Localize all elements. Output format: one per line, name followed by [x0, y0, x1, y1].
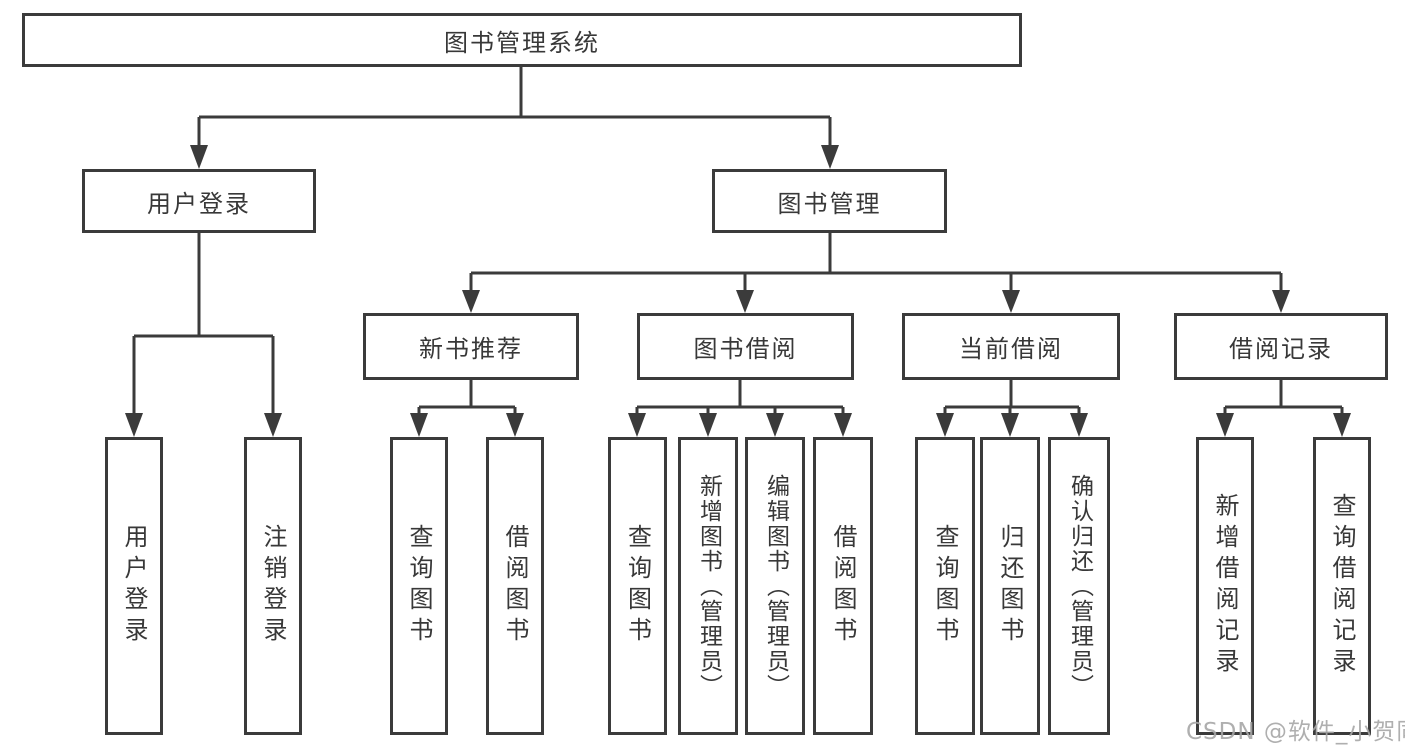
node-label: 新增图书（管理员）	[695, 473, 722, 699]
node-label: 当前借阅	[959, 335, 1063, 363]
node-query-books: 查询图书	[608, 437, 667, 735]
node-add-books-admin: 新增图书（管理员）	[678, 437, 738, 735]
node-edit-books-admin: 编辑图书（管理员）	[745, 437, 805, 735]
node-add-borrow-record: 新增借阅记录	[1196, 437, 1254, 735]
node-return-books: 归还图书	[980, 437, 1040, 735]
node-borrow-books: 借阅图书	[486, 437, 544, 735]
node-borrow-books: 借阅图书	[813, 437, 873, 735]
csdn-watermark: CSDN @软件_小贺同学	[1186, 719, 1405, 745]
node-label: 确认归还（管理员）	[1066, 473, 1093, 699]
node-query-books: 查询图书	[915, 437, 975, 735]
node-label: 用户登录	[147, 189, 251, 218]
node-label: 借阅记录	[1229, 335, 1333, 363]
node-label: 用户登录	[120, 524, 148, 648]
node-label: 查询图书	[623, 524, 652, 648]
node-label: 查询图书	[931, 524, 959, 648]
node-user-login: 用户登录	[82, 169, 316, 233]
node-label: 编辑图书（管理员）	[762, 473, 789, 699]
node-label: 图书管理系统	[444, 28, 600, 57]
node-label: 归还图书	[996, 524, 1024, 648]
node-label: 新书推荐	[419, 335, 523, 363]
node-borrowing-records: 借阅记录	[1174, 313, 1388, 380]
node-book-management: 图书管理	[712, 169, 947, 233]
node-current-borrowing: 当前借阅	[902, 313, 1120, 380]
node-library-management-system: 图书管理系统	[22, 13, 1022, 67]
node-user-login-leaf: 用户登录	[105, 437, 163, 735]
node-logout: 注销登录	[244, 437, 302, 735]
node-label: 图书管理	[777, 189, 882, 218]
node-label: 新增借阅记录	[1211, 493, 1239, 679]
node-label: 借阅图书	[501, 524, 529, 648]
node-book-borrowing: 图书借阅	[637, 313, 854, 380]
node-label: 注销登录	[259, 524, 287, 648]
node-query-books: 查询图书	[390, 437, 448, 735]
node-query-borrow-record: 查询借阅记录	[1313, 437, 1371, 735]
node-label: 图书借阅	[693, 335, 798, 363]
node-confirm-return-admin: 确认归还（管理员）	[1048, 437, 1110, 735]
node-label: 查询借阅记录	[1328, 493, 1356, 679]
node-label: 借阅图书	[829, 524, 857, 648]
node-label: 查询图书	[405, 524, 433, 648]
node-new-book-recommendation: 新书推荐	[363, 313, 579, 380]
